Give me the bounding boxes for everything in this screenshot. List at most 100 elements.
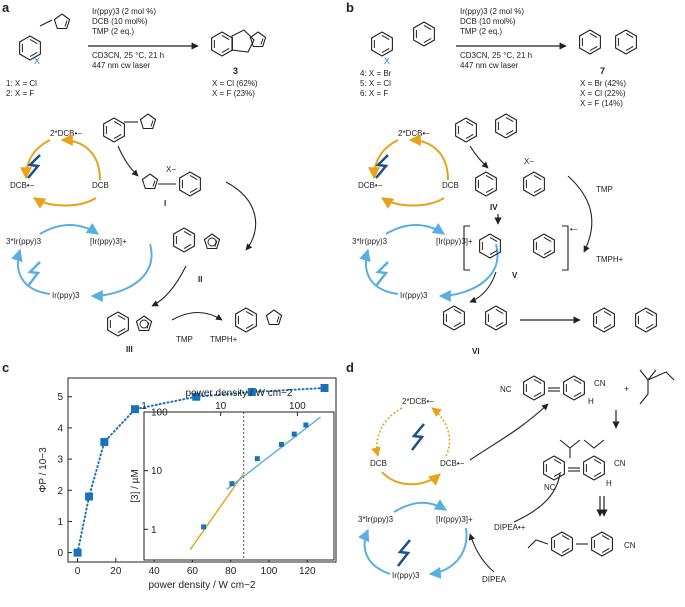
panel-label-b: b xyxy=(346,0,354,15)
product-yield-f: X = F (14%) xyxy=(580,99,623,108)
y-tick-label: 5 xyxy=(57,392,63,403)
condition-laser: 447 nm cw laser xyxy=(92,61,151,70)
arrow-blue-3 xyxy=(11,248,51,295)
intermediate-II: II xyxy=(198,275,202,284)
condition-catalyst: Ir(ppy)3 (2 mol %) xyxy=(92,7,156,16)
reactant-label-4: 4: X = Br xyxy=(360,69,392,78)
inset-data-point xyxy=(303,422,309,428)
arrow-orange-1 xyxy=(408,134,449,181)
condition-tmp: TMP (2 eq.) xyxy=(460,27,502,36)
product-a: 3 X = Cl (62%) X = F (23%) xyxy=(211,29,267,98)
panel-d: d 2*DCB•− DCB DCB•− 3*Ir(ppy)3 [Ir(ppy)3… xyxy=(346,360,675,584)
arrow-orange-3 xyxy=(380,197,445,209)
label-dcb-anion: DCB•− xyxy=(358,181,383,190)
inset-frame xyxy=(143,411,335,561)
arrow-orange xyxy=(381,471,441,486)
mechanism-d: NC CN H + NC CN H CN xyxy=(500,369,675,557)
x-tick-label: 80 xyxy=(225,566,237,577)
intermediate-VI: VI xyxy=(472,347,480,356)
label-tmph: TMPH+ xyxy=(210,335,238,344)
data-point xyxy=(192,392,201,401)
cycle-d: 2*DCB•− DCB DCB•− 3*Ir(ppy)3 [Ir(ppy)3]+… xyxy=(358,397,561,584)
label-excited-ir: 3*Ir(ppy)3 xyxy=(6,237,42,246)
label-dipea: DIPEA xyxy=(482,575,507,584)
condition-dcb: DCB (10 mol%) xyxy=(460,17,516,26)
product-yield-cl: X = Cl (62%) xyxy=(212,79,258,88)
reactant-x-label: X xyxy=(34,56,40,66)
arrow-orange-2 xyxy=(20,139,51,180)
label-plus: + xyxy=(624,384,629,394)
label-dcb: DCB xyxy=(370,459,387,468)
label-h: H xyxy=(606,479,612,488)
product-b: 7 X = Br (42%) X = Cl (22%) X = F (14%) xyxy=(579,29,637,108)
product-number-7: 7 xyxy=(600,66,605,76)
reactant-a: X 1: X = Cl 2: X = F xyxy=(6,13,71,98)
inset-y-tick-label: 100 xyxy=(151,408,168,419)
inset-x-tick-label: 10 xyxy=(215,401,227,412)
x-tick-label: 0 xyxy=(75,566,81,577)
lightning-icon xyxy=(27,261,41,287)
x-tick-label: 40 xyxy=(149,566,161,577)
label-nc: NC xyxy=(544,483,556,492)
benzene-ring xyxy=(523,375,545,401)
data-point xyxy=(73,548,82,557)
data-point xyxy=(320,383,329,392)
benzene-ring xyxy=(533,233,555,259)
benzene-ring xyxy=(371,31,393,57)
label-tmp: TMP xyxy=(176,335,193,344)
arrow-orange-dotted-1 xyxy=(371,407,403,457)
inset-data-point xyxy=(229,481,235,487)
label-dcb-anion: DCB•− xyxy=(10,181,35,190)
label-ir-plus: [Ir(ppy)3]+ xyxy=(436,237,473,246)
y-tick-label: 3 xyxy=(57,455,63,466)
benzene-ring xyxy=(413,21,435,47)
lightning-icon xyxy=(375,261,389,287)
label-x-minus: X− xyxy=(524,157,534,166)
benzene-ring xyxy=(179,171,201,197)
label-ir: Ir(ppy)3 xyxy=(392,571,420,580)
condition-solvent: CD3CN, 25 °C, 21 h xyxy=(460,51,532,60)
arrow-blue-3 xyxy=(358,528,391,575)
inset-x-axis-label: power density / W cm−2 xyxy=(186,388,293,399)
benzene-ring xyxy=(523,171,545,197)
benzene-ring xyxy=(455,117,477,143)
condition-tmp: TMP (2 eq.) xyxy=(92,27,134,36)
benzene-ring xyxy=(563,375,585,401)
condition-catalyst: Ir(ppy)3 (2 mol %) xyxy=(460,7,524,16)
conditions-a: Ir(ppy)3 (2 mol %) DCB (10 mol%) TMP (2 … xyxy=(92,7,164,70)
pyrrole-ring xyxy=(141,173,159,190)
arrow-blue-1 xyxy=(385,223,445,235)
pyrrole-ring xyxy=(265,309,283,326)
lightning-icon xyxy=(411,423,425,451)
reactant-label-5: 5: X = Cl xyxy=(360,79,391,88)
panel-a: a X 1: X = Cl 2: X = F Ir(ppy)3 (2 mol %… xyxy=(2,0,283,354)
label-dipea-cation: DIPEA•+ xyxy=(494,523,526,532)
condition-laser: 447 nm cw laser xyxy=(460,61,519,70)
benzene-ring xyxy=(543,455,565,481)
y-axis-label: ΦP / 10−3 xyxy=(38,447,49,493)
label-tmph: TMPH+ xyxy=(596,255,624,264)
lightning-icon xyxy=(397,539,411,567)
condition-solvent: CD3CN, 25 °C, 21 h xyxy=(92,51,164,60)
benzene-ring xyxy=(475,171,497,197)
label-cn: CN xyxy=(614,459,626,468)
conditions-b: Ir(ppy)3 (2 mol %) DCB (10 mol%) TMP (2 … xyxy=(460,7,532,70)
inset-x-tick-label: 1 xyxy=(141,401,147,412)
label-ir-plus: [Ir(ppy)3]+ xyxy=(436,515,473,524)
label-h: H xyxy=(588,397,594,406)
panel-label-d: d xyxy=(346,360,354,375)
benzene-ring xyxy=(107,311,129,337)
benzene-ring xyxy=(615,29,637,55)
arrow-orange-3 xyxy=(32,197,97,209)
label-excited-dcb: 2*DCB•− xyxy=(50,129,82,138)
mechanism-b: X− IV •− V TMP TMPH+ VI xyxy=(443,113,657,356)
x-axis-label: power density / W cm−2 xyxy=(149,580,256,591)
intermediate-III: III xyxy=(126,345,133,354)
arrow-blue-2 xyxy=(428,527,468,579)
panel-label-c: c xyxy=(2,360,9,375)
benzene-ring xyxy=(551,531,573,557)
cycle-a: 2*DCB•− DCB•− DCB 3*Ir(ppy)3 [Ir(ppy)3]+… xyxy=(6,129,153,302)
benzene-ring xyxy=(235,307,257,333)
